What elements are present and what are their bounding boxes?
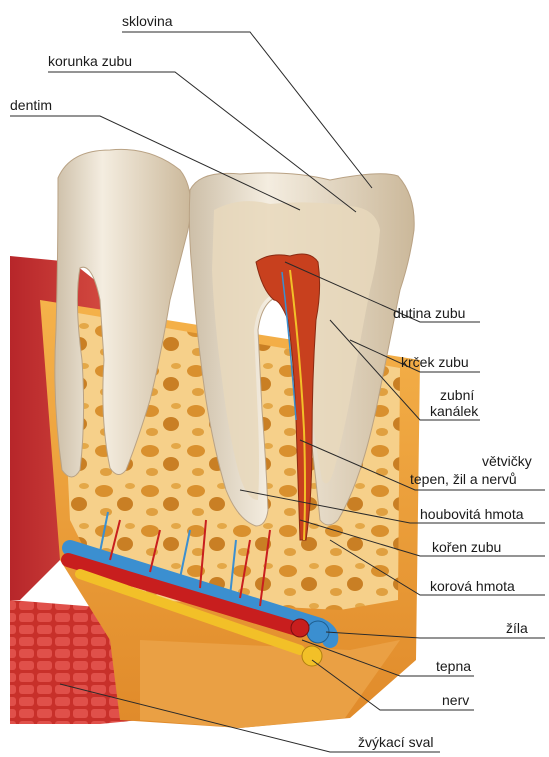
label-dentin: dentim — [10, 97, 52, 113]
label-tooth-root: kořen zubu — [432, 539, 501, 555]
vein-end — [307, 621, 329, 643]
artery-end — [291, 619, 309, 637]
label-cortical-bone: korová hmota — [430, 578, 515, 594]
label-branches-1: větvičky — [482, 453, 532, 469]
label-artery: tepna — [436, 658, 471, 674]
label-masticatory-muscle: žvýkací sval — [358, 734, 433, 750]
label-pulp-cavity: dutina zubu — [393, 305, 465, 321]
label-branches-2: tepen, žil a nervů — [410, 471, 517, 487]
nerve-end — [302, 646, 322, 666]
label-vein: žíla — [506, 620, 528, 636]
label-enamel: sklovina — [122, 13, 173, 29]
label-spongy-bone: houbovitá hmota — [420, 506, 524, 522]
label-root-canal-2: kanálek — [430, 403, 479, 419]
label-crown: korunka zubu — [48, 53, 132, 69]
cortical-bone-base — [140, 640, 400, 728]
label-tooth-neck: krček zubu — [401, 354, 469, 370]
label-nerve: nerv — [442, 692, 469, 708]
label-root-canal-1: zubní — [440, 387, 474, 403]
